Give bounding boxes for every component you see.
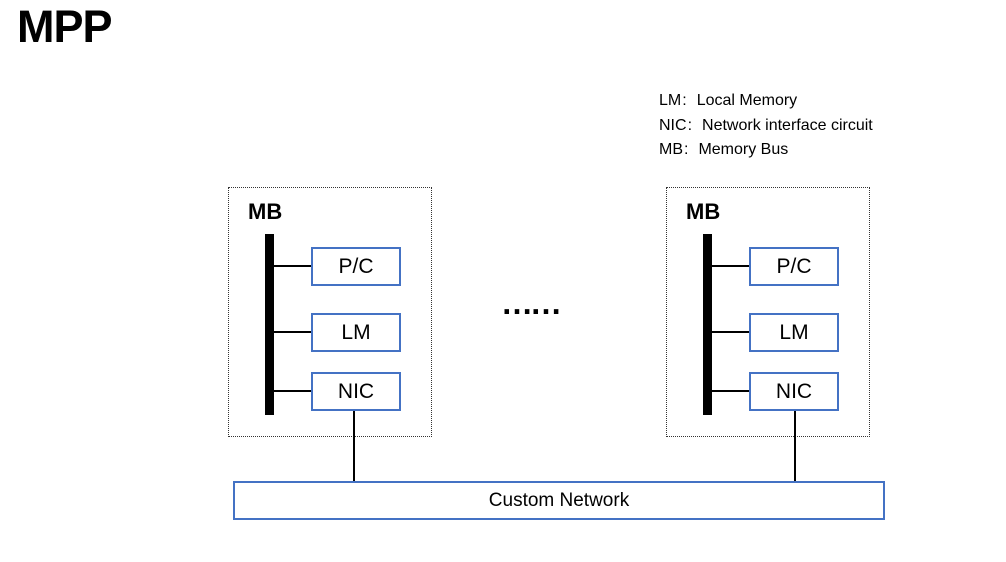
component-box-lm: LM xyxy=(311,313,401,352)
bus-connector-line xyxy=(274,390,312,392)
nic-to-network-line xyxy=(353,411,355,481)
processor-node-2: MB P/C LM NIC xyxy=(666,187,870,437)
custom-network-box: Custom Network xyxy=(233,481,885,520)
bus-connector-line xyxy=(712,331,750,333)
bus-connector-line xyxy=(274,265,312,267)
bus-connector-line xyxy=(274,331,312,333)
memory-bus-label: MB xyxy=(686,199,721,224)
legend-item-nic: NIC: Network interface circuit xyxy=(659,114,873,139)
legend-desc: Memory Bus xyxy=(698,141,789,158)
memory-bus-bar xyxy=(265,234,274,415)
memory-bus-bar xyxy=(703,234,712,415)
bus-connector-line xyxy=(712,265,750,267)
bus-connector-line xyxy=(712,390,750,392)
component-box-nic: NIC xyxy=(311,372,401,411)
ellipsis-more-nodes: …… xyxy=(501,285,562,321)
legend-desc: Local Memory xyxy=(696,92,798,109)
legend: LM:Local Memory NIC:Network interface ci… xyxy=(659,89,873,163)
legend-item-mb: MB: Memory Bus xyxy=(659,138,873,163)
legend-abbr: NIC xyxy=(659,116,687,134)
component-box-lm: LM xyxy=(749,313,839,352)
legend-item-lm: LM: Local Memory xyxy=(659,89,873,114)
legend-colon: : xyxy=(682,92,687,109)
legend-desc: Network interface circuit xyxy=(702,116,873,134)
legend-abbr: LM xyxy=(659,92,682,109)
component-box-pc: P/C xyxy=(749,247,839,286)
legend-colon: : xyxy=(684,141,689,158)
legend-colon: : xyxy=(687,116,693,134)
nic-to-network-line xyxy=(794,411,796,481)
legend-abbr: MB xyxy=(659,141,683,158)
component-box-pc: P/C xyxy=(311,247,401,286)
component-box-nic: NIC xyxy=(749,372,839,411)
diagram-title: MPP xyxy=(17,1,113,52)
memory-bus-label: MB xyxy=(248,199,283,224)
processor-node-1: MB P/C LM NIC xyxy=(228,187,432,437)
